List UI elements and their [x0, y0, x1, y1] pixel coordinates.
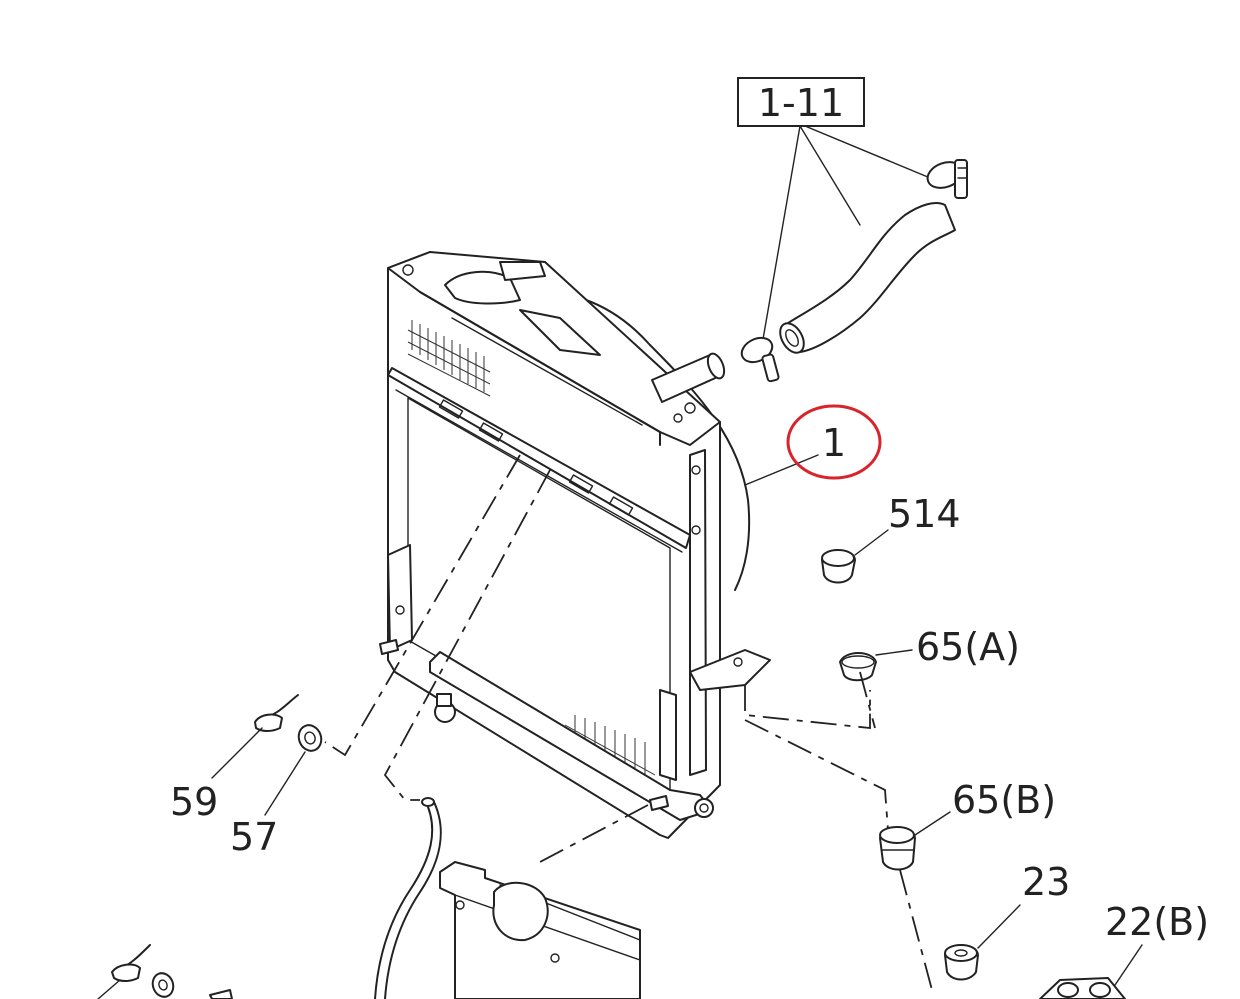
hose-clamp-lower[interactable] [738, 333, 780, 383]
callout-22b[interactable]: 22(B) [1105, 900, 1209, 944]
callout-23[interactable]: 23 [1022, 860, 1070, 904]
lower-support-frame[interactable] [439, 861, 641, 999]
lower-left-hose[interactable] [97, 944, 151, 999]
callout-65a[interactable]: 65(A) [916, 625, 1020, 669]
part-59[interactable] [254, 694, 299, 732]
leader-65a [875, 649, 913, 656]
part-514[interactable] [821, 549, 856, 584]
upper-hose[interactable] [775, 202, 956, 357]
highlight-circle [786, 404, 882, 480]
core-fins-top [407, 320, 491, 397]
assembly-lines [324, 454, 933, 991]
hose-clamp-upper[interactable] [924, 158, 968, 199]
part-23[interactable] [944, 944, 979, 981]
leader-59 [211, 727, 263, 779]
callout-59[interactable]: 59 [170, 780, 218, 824]
callout-65b[interactable]: 65(B) [952, 778, 1056, 822]
overflow-tube[interactable] [374, 797, 442, 999]
callout-radiator[interactable]: 1 [822, 421, 846, 465]
leader-57 [264, 751, 306, 816]
part-57[interactable] [295, 722, 325, 754]
part-65b[interactable] [879, 826, 916, 871]
leader-1 [744, 454, 819, 486]
callout-514[interactable]: 514 [888, 492, 961, 536]
reference-label: 1-11 [758, 81, 844, 125]
leader-514 [854, 529, 889, 556]
callout-57[interactable]: 57 [230, 815, 278, 859]
reference-leaders [761, 125, 936, 346]
lower-left-washer[interactable] [149, 970, 233, 999]
part-65a[interactable] [839, 652, 877, 682]
part-22b[interactable] [1039, 977, 1126, 999]
reference-box[interactable]: 1-11 [737, 77, 865, 127]
leader-22b [1114, 944, 1143, 986]
leader-65b [914, 811, 951, 836]
leader-23 [977, 904, 1021, 949]
radiator[interactable] [379, 251, 751, 839]
side-bracket[interactable] [689, 649, 771, 691]
